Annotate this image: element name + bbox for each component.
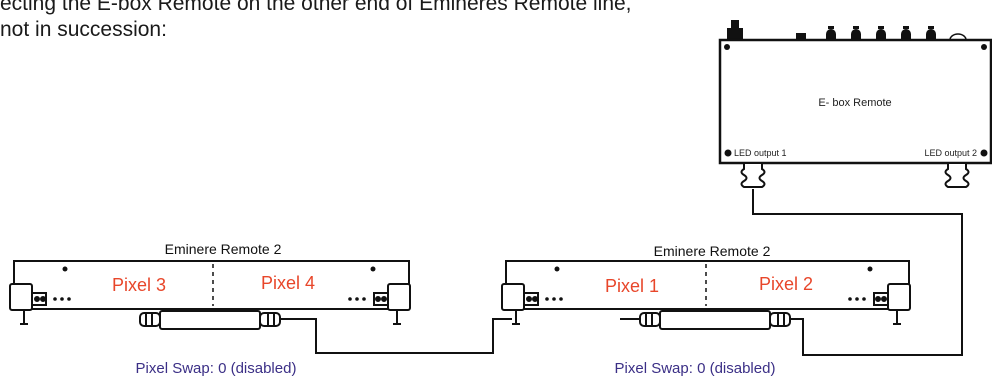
- fixture-right-swap-label: Pixel Swap: 0 (disabled): [615, 360, 776, 377]
- fixture-left-pixel-right: Pixel 4: [261, 273, 315, 293]
- ebox-led-output-2-label: LED output 2: [924, 148, 977, 158]
- ebox-remote: E- box Remote LED output 1 LED output 2: [718, 20, 992, 188]
- ebox-output-2-gland: [944, 162, 970, 188]
- fixture-right-connector-module: [620, 310, 791, 330]
- fixture-left-swap-label: Pixel Swap: 0 (disabled): [136, 360, 297, 377]
- ebox-body: [718, 38, 992, 165]
- cable-lines: [290, 189, 963, 356]
- fixture-left-pixel-left: Pixel 3: [112, 275, 166, 295]
- cable-fixture-2-to-fixture-1: [290, 318, 512, 354]
- ebox-led-output-1-label: LED output 1: [734, 148, 787, 158]
- intro-line-2: not in succession:: [0, 18, 167, 41]
- intro-line-1: ecting the E-box Remote on the other end…: [0, 0, 632, 15]
- fixture-right: Eminere Remote 2 Pixel 1 Pixel 2: [501, 243, 911, 377]
- fixture-right-name: Eminere Remote 2: [654, 243, 771, 259]
- fixture-left-name: Eminere Remote 2: [165, 241, 282, 257]
- fixture-left-bracket-left: [9, 283, 47, 325]
- fixture-right-pixel-right: Pixel 2: [759, 274, 813, 294]
- ebox-label: E- box Remote: [818, 97, 891, 109]
- fixture-right-pixel-left: Pixel 1: [605, 276, 659, 296]
- fixture-right-bracket-right: [873, 283, 911, 325]
- ebox-output-1-gland: [740, 162, 766, 188]
- fixture-left-connector-module: [139, 310, 290, 330]
- intro-text: ecting the E-box Remote on the other end…: [0, 0, 820, 43]
- ebox-top-connectors: [727, 20, 967, 41]
- fixture-left-bracket-right: [373, 283, 411, 325]
- cable-ebox-to-fixture-2: [752, 189, 963, 356]
- fixture-right-bracket-left: [501, 283, 539, 325]
- fixture-left: Eminere Remote 2 Pixel 3 Pixel 4: [9, 241, 411, 377]
